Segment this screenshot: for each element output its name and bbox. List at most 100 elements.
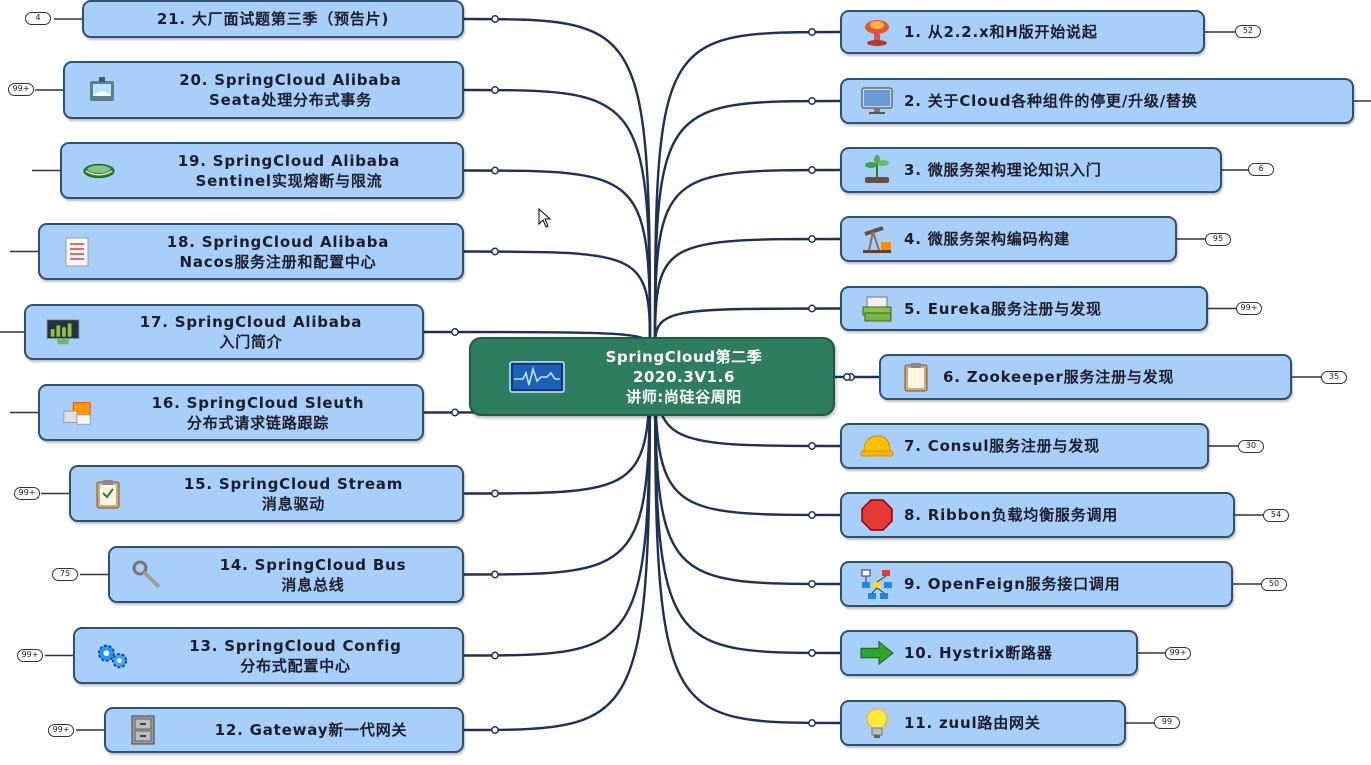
- topic-node-10[interactable]: 10. Hystrix断路器: [840, 630, 1138, 676]
- mouse-cursor-icon: [538, 207, 552, 232]
- collapse-dot[interactable]: [808, 235, 816, 243]
- clipboard-icon: [899, 360, 933, 394]
- topic-label-line1: 18. SpringCloud Alibaba: [166, 232, 390, 251]
- collapse-dot[interactable]: [491, 166, 499, 175]
- collapse-dot[interactable]: [491, 15, 499, 23]
- connector-line: [653, 168, 841, 342]
- collapse-dot[interactable]: [808, 719, 816, 727]
- topic-label-line1: 19. SpringCloud Alibaba: [177, 151, 401, 170]
- topic-label-line1: 13. SpringCloud Config: [189, 636, 402, 655]
- topic-node-8[interactable]: 8. Ribbon负载均衡服务调用: [840, 492, 1235, 538]
- arrow-right-icon: [860, 636, 894, 670]
- comment-count-badge[interactable]: 99+: [48, 724, 74, 737]
- topic-label-line2: Sentinel实现熔断与限流: [195, 171, 383, 190]
- collapse-dot[interactable]: [491, 86, 499, 94]
- topic-label: 6. Zookeeper服务注册与发现: [943, 368, 1175, 386]
- comment-count-badge[interactable]: 99+: [17, 649, 43, 662]
- topic-label: 1. 从2.2.x和H版开始说起: [904, 23, 1098, 41]
- collapse-dot[interactable]: [491, 726, 499, 734]
- collapse-dot[interactable]: [451, 328, 459, 336]
- connector-line: [653, 237, 841, 345]
- topic-node-12[interactable]: 12. Gateway新一代网关: [104, 707, 464, 753]
- collapse-dot[interactable]: [491, 247, 499, 256]
- flowchart-icon: [860, 567, 894, 601]
- monitor-icon: [860, 84, 894, 118]
- oil-pump-icon: [860, 222, 894, 256]
- topic-label-line2: 分布式请求链路跟踪: [186, 413, 330, 432]
- comment-count-badge[interactable]: 4: [25, 12, 51, 25]
- lightbulb-icon: [860, 706, 894, 740]
- topic-label: 4. 微服务架构编码构建: [904, 230, 1070, 248]
- topic-node-2[interactable]: 2. 关于Cloud各种组件的停更/升级/替换: [840, 78, 1354, 124]
- collapse-dot[interactable]: [808, 511, 816, 519]
- topic-node-6[interactable]: 6. Zookeeper服务注册与发现: [879, 354, 1292, 400]
- comment-count-badge[interactable]: 75: [52, 568, 78, 581]
- comment-count-badge[interactable]: 99+: [1236, 302, 1262, 315]
- topic-label: 7. Consul服务注册与发现: [904, 437, 1100, 455]
- gears-icon: [95, 639, 129, 673]
- comment-count-badge[interactable]: 99+: [14, 487, 40, 500]
- collapse-dot[interactable]: [808, 580, 816, 588]
- collapse-dot[interactable]: [491, 489, 499, 498]
- comment-count-badge[interactable]: 30: [1238, 440, 1264, 453]
- comment-count-badge[interactable]: 99: [1154, 716, 1180, 729]
- collapse-dot[interactable]: [808, 304, 816, 313]
- central-topic[interactable]: SpringCloud第二季 2020.3V1.6 讲师:尚硅谷周阳: [469, 337, 835, 416]
- collapse-dot[interactable]: [808, 97, 816, 105]
- topic-node-9[interactable]: 9. OpenFeign服务接口调用: [840, 561, 1233, 607]
- bar-chart-icon: [46, 315, 80, 349]
- topic-label: 11. zuul路由网关: [904, 714, 1041, 732]
- comment-count-badge[interactable]: 99+: [8, 83, 34, 96]
- collapse-dot[interactable]: [808, 28, 816, 36]
- topic-node-4[interactable]: 4. 微服务架构编码构建: [840, 216, 1177, 262]
- collapse-dot[interactable]: [491, 651, 499, 660]
- comment-count-badge[interactable]: 35: [1321, 371, 1347, 384]
- topic-label-line1: 14. SpringCloud Bus: [219, 555, 407, 574]
- topic-node-11[interactable]: 11. zuul路由网关: [840, 700, 1126, 746]
- connector-line: [653, 307, 841, 348]
- connector-line: [653, 30, 841, 335]
- comment-count-badge[interactable]: 95: [1205, 233, 1231, 246]
- topic-node-1[interactable]: 1. 从2.2.x和H版开始说起: [840, 10, 1205, 54]
- comment-count-badge[interactable]: 6: [1248, 163, 1274, 176]
- connector-line: [463, 88, 652, 338]
- topic-label-line2: 消息总线: [281, 575, 345, 594]
- monitor-chart-icon: [509, 360, 565, 393]
- hard-hat-icon: [860, 429, 894, 463]
- wrench-icon: [130, 558, 164, 592]
- collapse-dot[interactable]: [808, 166, 816, 174]
- collapse-dot[interactable]: [451, 408, 459, 417]
- comment-count-badge[interactable]: 54: [1263, 509, 1289, 522]
- topic-node-3[interactable]: 3. 微服务架构理论知识入门: [840, 147, 1222, 193]
- topic-label: 10. Hystrix断路器: [904, 644, 1053, 662]
- boxes-icon: [60, 396, 94, 430]
- stop-sign-icon: [860, 498, 894, 532]
- topic-label-line2: Nacos服务注册和配置中心: [179, 252, 377, 271]
- topic-node-5[interactable]: 5. Eureka服务注册与发现: [840, 286, 1208, 331]
- connector-line: [463, 17, 652, 334]
- topic-node-7[interactable]: 7. Consul服务注册与发现: [840, 423, 1209, 469]
- comment-count-badge[interactable]: 52: [1235, 25, 1261, 38]
- explosion-icon: [860, 15, 894, 49]
- comment-count-badge[interactable]: 99+: [1165, 647, 1191, 660]
- collapse-dot[interactable]: [808, 649, 816, 657]
- collapse-dot[interactable]: [491, 570, 499, 579]
- topic-label-line2: Seata处理分布式事务: [209, 91, 372, 109]
- topic-label-line1: 15. SpringCloud Stream: [183, 474, 404, 493]
- topic-node-21[interactable]: 21. 大厂面试题第三季（预告片): [82, 0, 464, 38]
- topic-label-line1: 20. SpringCloud Alibaba: [179, 71, 402, 89]
- topic-label-line2: 分布式配置中心: [240, 656, 351, 675]
- comment-count-badge[interactable]: 50: [1261, 578, 1287, 591]
- collapse-dot[interactable]: [843, 373, 851, 381]
- collapse-dot[interactable]: [808, 442, 816, 450]
